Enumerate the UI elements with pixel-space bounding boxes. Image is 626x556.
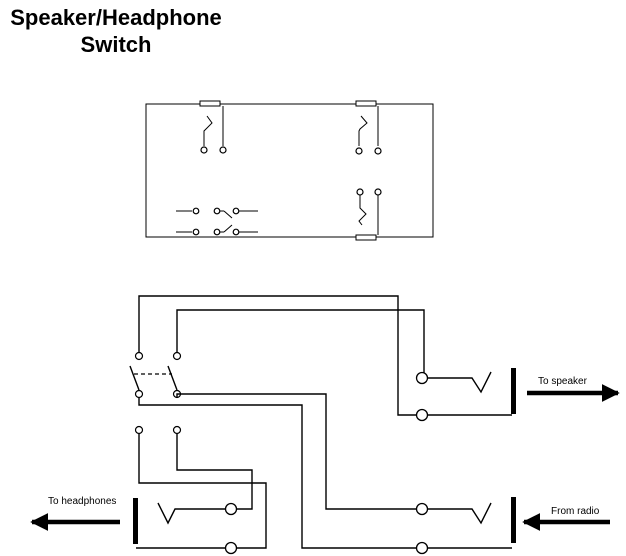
switch-body bbox=[145, 100, 434, 241]
radio-jack: From radio bbox=[415, 497, 610, 555]
switch-terminal-common-left bbox=[134, 389, 144, 399]
to-speaker-label: To speaker bbox=[538, 376, 588, 387]
wire-speaker-tip bbox=[176, 309, 425, 374]
headphone-jack-tip-terminal bbox=[224, 502, 238, 516]
wire-speaker-sleeve bbox=[138, 295, 418, 416]
diagram-title: Speaker/Headphone Switch bbox=[0, 4, 232, 58]
headphone-jack: To headphones bbox=[30, 496, 238, 555]
speaker-jack-sleeve-terminal bbox=[415, 408, 429, 422]
radio-jack-sleeve-terminal bbox=[415, 541, 429, 555]
to-headphones-label: To headphones bbox=[48, 496, 116, 507]
radio-jack-socket bbox=[511, 497, 516, 543]
switch-terminal-top-left bbox=[134, 351, 144, 361]
wire-headphone-tip bbox=[176, 434, 253, 510]
speaker-jack-socket bbox=[511, 368, 516, 414]
top-right-contacts bbox=[355, 106, 382, 155]
headphone-jack-socket bbox=[133, 498, 138, 544]
switch-terminal-bottom-left bbox=[134, 425, 144, 435]
switch-outline bbox=[145, 103, 434, 238]
from-radio-label: From radio bbox=[551, 506, 600, 517]
headphone-jack-sleeve-terminal bbox=[224, 541, 238, 555]
top-left-contacts bbox=[200, 106, 227, 154]
bottom-right-contacts bbox=[356, 188, 382, 235]
small-dpdt-symbol bbox=[176, 207, 258, 236]
wire-radio-tip bbox=[176, 393, 418, 510]
top-left-tab bbox=[199, 100, 221, 107]
wire-headphone-sleeve bbox=[138, 434, 267, 549]
top-right-tab bbox=[355, 100, 377, 107]
speaker-jack: To speaker bbox=[415, 368, 620, 422]
speaker-jack-tip-terminal bbox=[415, 371, 429, 385]
title-line-1: Speaker/Headphone bbox=[10, 5, 222, 30]
switch-blade-left bbox=[129, 365, 140, 391]
switch-blade-right bbox=[167, 365, 178, 391]
main-switch bbox=[129, 351, 182, 435]
switch-terminal-top-right bbox=[172, 351, 182, 361]
title-line-2: Switch bbox=[80, 32, 152, 57]
wires bbox=[138, 295, 425, 549]
bottom-right-tab bbox=[355, 234, 377, 241]
radio-jack-tip-terminal bbox=[415, 502, 429, 516]
wire-radio-sleeve bbox=[138, 398, 418, 549]
switch-terminal-bottom-right bbox=[172, 425, 182, 435]
